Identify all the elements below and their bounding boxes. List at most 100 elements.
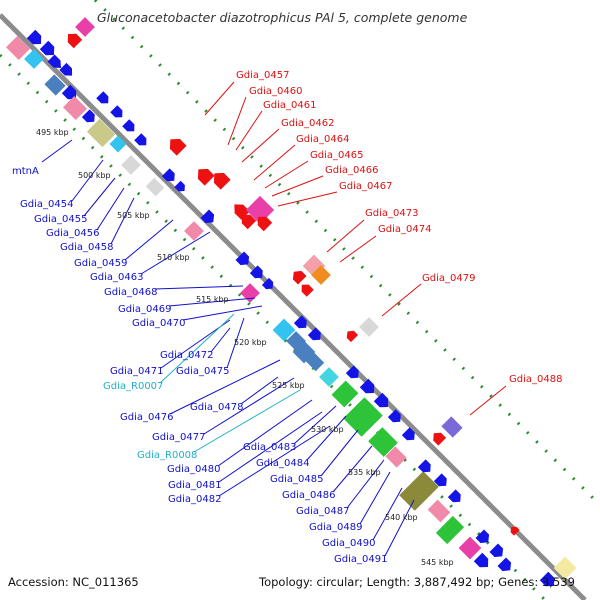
gene-feature[interactable]: [345, 365, 362, 381]
gene-feature[interactable]: [200, 209, 218, 227]
gene-feature[interactable]: [272, 318, 296, 342]
gene-feature[interactable]: [489, 543, 507, 561]
gene-feature[interactable]: [254, 213, 273, 232]
gene-label[interactable]: Gdia_0471: [110, 366, 163, 377]
gene-feature[interactable]: [539, 571, 558, 590]
gene-label[interactable]: Gdia_0464: [296, 134, 349, 145]
gene-feature[interactable]: [359, 378, 378, 397]
gene-feature[interactable]: [343, 397, 383, 437]
gene-feature[interactable]: [47, 54, 65, 72]
gene-label[interactable]: Gdia_0470: [132, 318, 185, 329]
gene-label[interactable]: Gdia_0487: [296, 506, 349, 517]
gene-label[interactable]: Gdia_0465: [310, 150, 363, 161]
gene-feature[interactable]: [86, 118, 116, 148]
gene-feature[interactable]: [344, 328, 359, 343]
gene-feature[interactable]: [290, 268, 307, 285]
gene-feature[interactable]: [75, 17, 95, 37]
gene-feature[interactable]: [311, 265, 331, 285]
gene-feature[interactable]: [401, 427, 418, 443]
gene-feature[interactable]: [293, 315, 310, 331]
gene-label[interactable]: Gdia_0473: [365, 208, 418, 219]
gene-feature[interactable]: [368, 427, 398, 457]
gene-feature[interactable]: [193, 164, 215, 186]
gene-label[interactable]: Gdia_0466: [325, 165, 378, 176]
gene-label[interactable]: Gdia_R0007: [103, 381, 163, 392]
gene-label[interactable]: Gdia_0488: [509, 374, 562, 385]
gene-feature[interactable]: [235, 251, 253, 269]
gene-feature[interactable]: [122, 119, 138, 135]
gene-feature[interactable]: [508, 524, 520, 536]
gene-label[interactable]: Gdia_0459: [74, 258, 127, 269]
gene-feature[interactable]: [359, 317, 379, 337]
gene-feature[interactable]: [174, 180, 187, 194]
gene-feature[interactable]: [373, 392, 392, 411]
gene-label[interactable]: Gdia_0482: [168, 494, 221, 505]
gene-label[interactable]: Gdia_0485: [270, 474, 323, 485]
gene-label[interactable]: Gdia_0489: [309, 522, 362, 533]
gene-label[interactable]: Gdia_0468: [104, 287, 157, 298]
gene-feature[interactable]: [553, 556, 577, 580]
gene-feature[interactable]: [5, 35, 31, 61]
gene-label[interactable]: Gdia_0490: [322, 538, 375, 549]
gene-feature[interactable]: [473, 552, 492, 571]
gene-feature[interactable]: [134, 133, 150, 149]
gene-label[interactable]: Gdia_0454: [20, 199, 73, 210]
gene-feature[interactable]: [62, 95, 88, 121]
gene-label[interactable]: Gdia_R0008: [137, 450, 197, 461]
gene-feature[interactable]: [44, 74, 66, 96]
gene-label[interactable]: Gdia_0467: [339, 181, 392, 192]
gene-feature[interactable]: [261, 277, 276, 292]
gene-feature[interactable]: [305, 352, 325, 372]
gene-feature[interactable]: [240, 283, 260, 303]
gene-feature[interactable]: [427, 499, 451, 523]
gene-feature[interactable]: [475, 529, 493, 547]
gene-feature[interactable]: [145, 177, 165, 197]
gene-label[interactable]: Gdia_0483: [243, 442, 296, 453]
gene-label[interactable]: Gdia_0479: [422, 273, 475, 284]
gene-label[interactable]: Gdia_0456: [46, 228, 99, 239]
gene-feature[interactable]: [230, 200, 250, 220]
gene-label[interactable]: Gdia_0474: [378, 224, 431, 235]
gene-feature[interactable]: [238, 211, 257, 230]
gene-label[interactable]: mtnA: [12, 166, 39, 177]
gene-feature[interactable]: [387, 409, 404, 425]
gene-feature[interactable]: [26, 29, 45, 48]
gene-feature[interactable]: [435, 515, 465, 545]
gene-label[interactable]: Gdia_0481: [168, 480, 221, 491]
gene-feature[interactable]: [165, 134, 187, 156]
gene-feature[interactable]: [96, 91, 112, 107]
gene-feature[interactable]: [417, 459, 434, 475]
gene-feature[interactable]: [433, 473, 450, 489]
gene-feature[interactable]: [184, 221, 204, 241]
gene-feature[interactable]: [39, 40, 58, 59]
gene-feature[interactable]: [331, 380, 359, 408]
gene-label[interactable]: Gdia_0460: [249, 86, 302, 97]
gene-feature[interactable]: [110, 105, 126, 121]
gene-label[interactable]: Gdia_0476: [120, 412, 173, 423]
gene-label[interactable]: Gdia_0458: [60, 242, 113, 253]
gene-label[interactable]: Gdia_0469: [118, 304, 171, 315]
gene-label[interactable]: Gdia_0463: [90, 272, 143, 283]
gene-feature[interactable]: [249, 265, 266, 281]
gene-feature[interactable]: [109, 135, 127, 153]
gene-feature[interactable]: [430, 429, 447, 446]
gene-label[interactable]: Gdia_0486: [282, 490, 335, 501]
gene-feature[interactable]: [121, 155, 141, 175]
gene-feature[interactable]: [399, 471, 439, 511]
gene-feature[interactable]: [447, 489, 464, 505]
gene-feature[interactable]: [209, 168, 231, 190]
gene-label[interactable]: Gdia_0480: [167, 464, 220, 475]
gene-label[interactable]: Gdia_0462: [281, 118, 334, 129]
gene-feature[interactable]: [59, 62, 75, 79]
gene-label[interactable]: Gdia_0484: [256, 458, 309, 469]
gene-feature[interactable]: [161, 168, 178, 184]
gene-feature[interactable]: [497, 557, 515, 575]
gene-feature[interactable]: [458, 536, 482, 560]
gene-feature[interactable]: [298, 281, 314, 297]
gene-feature[interactable]: [81, 109, 98, 125]
gene-feature[interactable]: [307, 327, 324, 343]
gene-label[interactable]: Gdia_0457: [236, 70, 289, 81]
gene-label[interactable]: Gdia_0472: [160, 350, 213, 361]
gene-feature[interactable]: [519, 559, 539, 579]
gene-label[interactable]: Gdia_0475: [176, 366, 229, 377]
